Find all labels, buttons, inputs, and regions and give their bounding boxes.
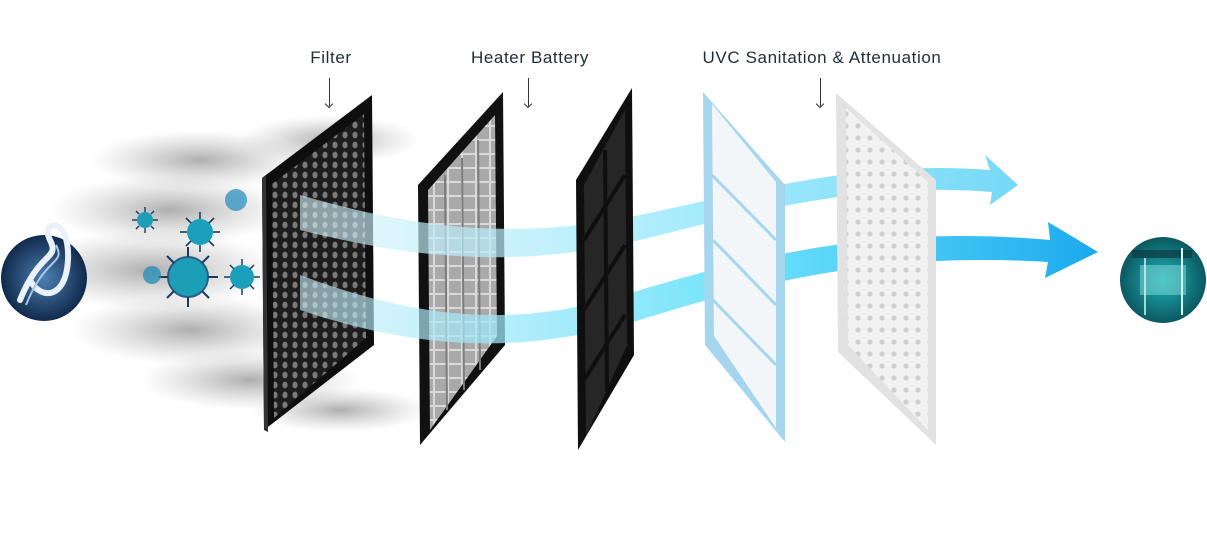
virus-icon (132, 207, 158, 233)
dark-grid-panel (576, 88, 634, 450)
clean-room-icon (1120, 237, 1206, 323)
virus-icon (143, 266, 161, 284)
virus-icon (180, 212, 220, 252)
heater-battery-pointer-icon (528, 78, 529, 106)
filter-pointer-icon (329, 78, 330, 106)
attenuation-panel (836, 93, 936, 445)
heater-battery-panel (418, 92, 505, 445)
uvc-panel (703, 92, 785, 442)
filter-panel (262, 95, 374, 432)
virus-icon (224, 259, 260, 295)
dna-strand-icon (1, 222, 87, 321)
uvc-label: UVC Sanitation & Attenuation (702, 48, 942, 67)
virus-icon (158, 247, 218, 307)
heater-battery-label: Heater Battery (470, 48, 590, 67)
virus-icon (225, 189, 247, 211)
virus-particles (132, 189, 260, 307)
filter-label: Filter (310, 48, 352, 67)
uvc-pointer-icon (820, 78, 821, 106)
